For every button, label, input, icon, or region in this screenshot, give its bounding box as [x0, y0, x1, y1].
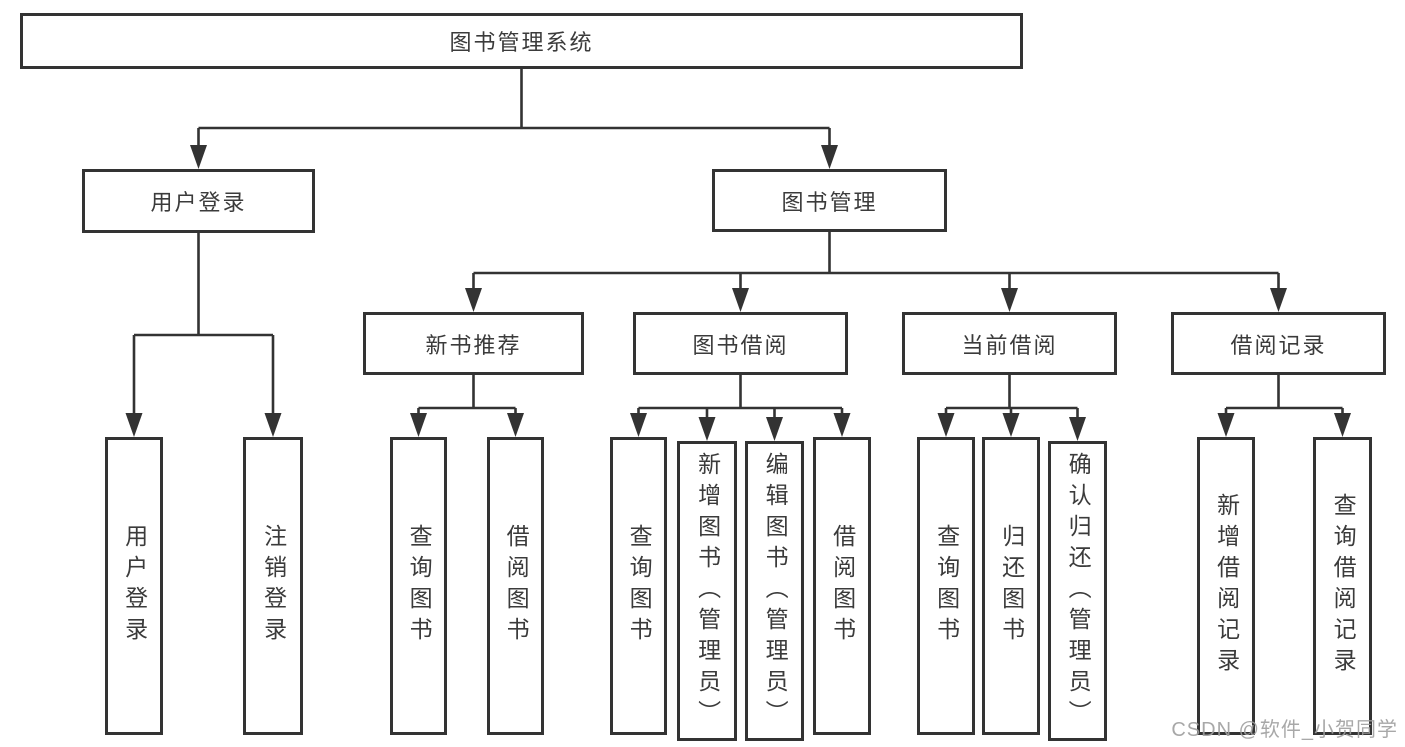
leaf-query-books-recommend: 查询图书 — [390, 437, 447, 735]
node-book-borrowing-label: 图书借阅 — [692, 332, 789, 358]
leaf-query-books-borrowing-label: 查询图书 — [626, 524, 653, 648]
node-user-login: 用户登录 — [82, 169, 315, 233]
leaf-borrow-books-borrowing-label: 借阅图书 — [829, 524, 856, 648]
node-root: 图书管理系统 — [20, 13, 1023, 69]
leaf-edit-books-admin-label: 编辑图书（管理员） — [762, 451, 789, 731]
leaf-user-login: 用户登录 — [105, 437, 163, 735]
node-current-borrowing-label: 当前借阅 — [961, 332, 1058, 358]
leaf-query-borrow-record: 查询借阅记录 — [1313, 437, 1372, 735]
leaf-edit-books-admin: 编辑图书（管理员） — [745, 441, 804, 741]
leaf-query-books-current-label: 查询图书 — [933, 524, 960, 648]
leaf-borrow-books-recommend: 借阅图书 — [487, 437, 544, 735]
arrowhead-icons — [125, 145, 1351, 441]
connector-segments — [132, 69, 1344, 430]
leaf-add-books-admin: 新增图书（管理员） — [677, 441, 737, 741]
node-new-book-recommendation-label: 新书推荐 — [425, 332, 522, 358]
node-book-management-label: 图书管理 — [781, 189, 878, 215]
leaf-query-books-borrowing: 查询图书 — [610, 437, 667, 735]
node-borrow-records-label: 借阅记录 — [1230, 332, 1327, 358]
node-new-book-recommendation: 新书推荐 — [363, 312, 584, 375]
leaf-add-borrow-record: 新增借阅记录 — [1197, 437, 1255, 735]
node-user-login-label: 用户登录 — [150, 190, 247, 215]
leaf-logout-label: 注销登录 — [260, 524, 287, 648]
node-borrow-records: 借阅记录 — [1171, 312, 1386, 375]
leaf-logout: 注销登录 — [243, 437, 303, 735]
node-book-management: 图书管理 — [712, 169, 947, 232]
leaf-query-books-current: 查询图书 — [917, 437, 975, 735]
node-root-label: 图书管理系统 — [449, 30, 594, 55]
leaf-query-borrow-record-label: 查询借阅记录 — [1330, 493, 1357, 679]
leaf-borrow-books-borrowing: 借阅图书 — [813, 437, 871, 735]
leaf-confirm-return-admin-label: 确认归还（管理员） — [1065, 451, 1092, 731]
node-current-borrowing: 当前借阅 — [902, 312, 1117, 375]
leaf-return-books-label: 归还图书 — [998, 524, 1025, 648]
leaf-query-books-recommend-label: 查询图书 — [406, 524, 433, 648]
leaf-user-login-label: 用户登录 — [121, 524, 148, 648]
leaf-borrow-books-recommend-label: 借阅图书 — [503, 524, 530, 648]
leaf-add-books-admin-label: 新增图书（管理员） — [694, 451, 721, 731]
node-book-borrowing: 图书借阅 — [633, 312, 848, 375]
leaf-add-borrow-record-label: 新增借阅记录 — [1213, 493, 1240, 679]
leaf-confirm-return-admin: 确认归还（管理员） — [1048, 441, 1107, 741]
leaf-return-books: 归还图书 — [982, 437, 1040, 735]
watermark: CSDN @软件_小贺同学 — [1171, 719, 1398, 741]
